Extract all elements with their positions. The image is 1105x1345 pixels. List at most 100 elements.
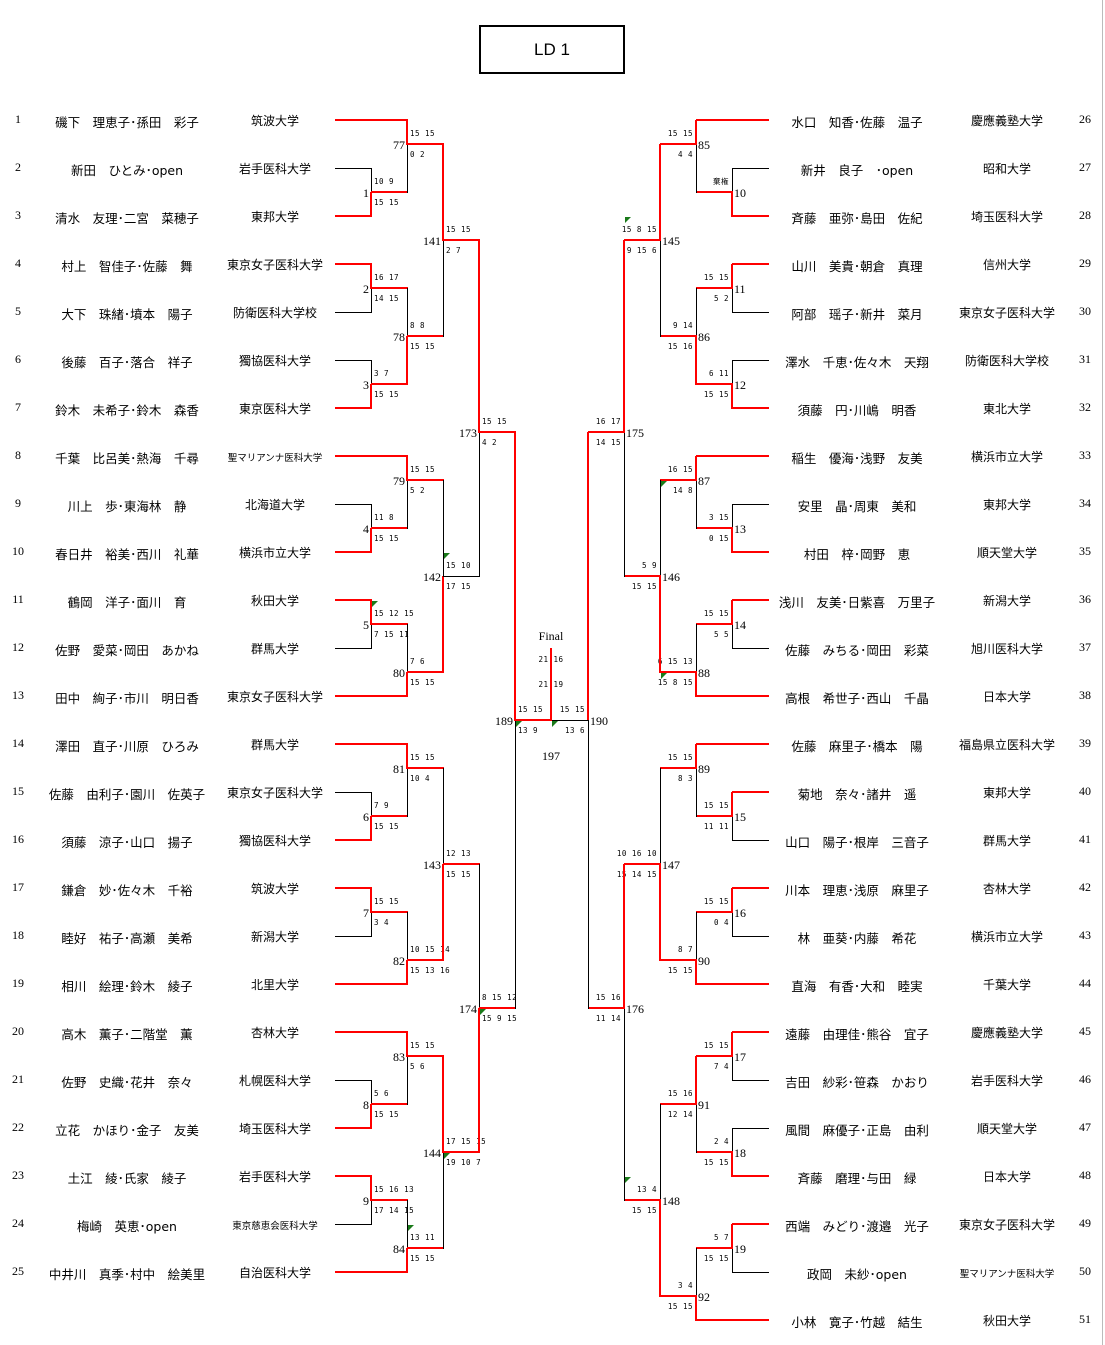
winner-path-15 <box>731 792 733 817</box>
score-bottom: 15 15 <box>667 1302 693 1311</box>
match-number: 147 <box>662 858 680 872</box>
winner-path-7 <box>370 888 372 913</box>
winner-path-13 <box>731 528 733 553</box>
entry-players: 大下 珠緒･墳本 陽子 <box>61 307 193 322</box>
final-label: Final <box>538 629 564 643</box>
winner-path-18 <box>731 1152 733 1177</box>
match-number: 88 <box>698 666 710 680</box>
match-bracket-81 <box>407 744 408 817</box>
match-output-line-14 <box>696 623 733 625</box>
entry-line <box>696 695 769 697</box>
entry-players: 澤水 千恵･佐々木 天翔 <box>785 355 929 370</box>
match-output-line-90 <box>660 959 697 961</box>
entry-players: 村上 智佳子･佐藤 舞 <box>61 259 193 274</box>
match-output-line-83 <box>407 1055 444 1057</box>
score-top: 15 15 <box>667 753 693 762</box>
entry-university: 群馬大学 <box>250 738 299 752</box>
score-bottom: 12 14 <box>667 1110 693 1119</box>
entry-players: 直海 有香･大和 睦実 <box>791 979 923 994</box>
entry-university: 新潟大学 <box>982 594 1031 608</box>
entry-line <box>732 791 769 793</box>
entry-university: 防衛医科大学校 <box>232 306 317 320</box>
entry-university: 順天堂大学 <box>976 1122 1037 1136</box>
entry-number: 7 <box>15 400 21 414</box>
entry-players: 磯下 理恵子･孫田 彩子 <box>55 115 199 130</box>
score-top: 16 15 <box>667 465 693 474</box>
entry-players: 春日井 裕美･西川 礼華 <box>55 547 199 562</box>
match-output-line-147 <box>624 863 661 865</box>
entry-university: 聖マリアンナ医科大学 <box>227 453 323 464</box>
entry-line <box>335 887 372 889</box>
entry-players: 菊地 奈々･諸井 遥 <box>797 787 917 802</box>
entry-line <box>696 743 769 745</box>
entry-number: 46 <box>1079 1072 1091 1086</box>
winner-path-85 <box>695 120 697 145</box>
entry-line <box>335 1127 372 1129</box>
entry-players: 新井 良子 ･open <box>800 163 914 178</box>
score-bottom: 4 4 <box>677 150 693 159</box>
entry-line <box>696 983 769 985</box>
status-flag-icon <box>625 1177 631 1183</box>
entry-line <box>732 1223 769 1225</box>
match-output-line-77 <box>407 143 444 145</box>
score-top: 5 6 <box>374 1089 390 1098</box>
entry-number: 42 <box>1079 880 1091 894</box>
score-bottom: 15 15 <box>631 582 657 591</box>
entry-number: 4 <box>15 256 21 270</box>
match-output-line-145 <box>624 239 661 241</box>
entry-line <box>732 1031 769 1033</box>
entry-players: 山口 陽子･根岸 三音子 <box>785 835 929 850</box>
score-bottom: 15 15 <box>374 1110 400 1119</box>
match-bracket-80 <box>407 624 408 697</box>
winner-path-175 <box>623 240 625 433</box>
winner-path-9 <box>370 1176 372 1201</box>
match-number: 1 <box>363 186 369 200</box>
match-bracket-90 <box>696 912 697 985</box>
match-number: 148 <box>662 1194 680 1208</box>
match-number: 146 <box>662 570 680 584</box>
score-bottom: 15 15 <box>410 1254 436 1263</box>
entry-number: 37 <box>1079 640 1091 654</box>
entry-players: 清水 友理･二宮 菜穂子 <box>55 211 199 226</box>
entry-university: 北里大学 <box>250 978 299 992</box>
winner-path-88 <box>695 672 697 697</box>
entry-university: 群馬大学 <box>250 642 299 656</box>
score-top: 8 15 12 <box>482 993 518 1002</box>
match-output-line-6 <box>371 815 408 817</box>
match-output-line-1 <box>371 191 408 193</box>
final-input-line-190 <box>551 720 589 721</box>
match-output-line-17 <box>696 1055 733 1057</box>
match-output-line-87 <box>660 479 697 481</box>
score-bottom: 14 15 <box>374 294 400 303</box>
entry-line <box>732 840 769 841</box>
match-output-line-5 <box>371 623 408 625</box>
score-top: 15 15 <box>703 1041 729 1050</box>
score-bottom: 4 2 <box>482 438 498 447</box>
entry-university: 昭和大学 <box>982 162 1031 176</box>
score-bottom: 2 7 <box>446 246 462 255</box>
match-number: 89 <box>698 762 710 776</box>
entry-players: 風間 麻優子･正島 由利 <box>785 1123 929 1138</box>
match-output-line-13 <box>696 527 733 529</box>
match-number: 85 <box>698 138 710 152</box>
entry-line <box>335 263 372 265</box>
score-top: 15 16 <box>667 1089 693 1098</box>
entry-line <box>335 168 372 169</box>
entry-line <box>335 743 408 745</box>
winner-path-8 <box>370 1104 372 1129</box>
winner-path-141 <box>442 144 444 241</box>
match-number: 10 <box>734 186 746 200</box>
match-output-line-175 <box>588 431 625 433</box>
match-output-line-10 <box>696 191 733 193</box>
entry-number: 18 <box>12 928 24 942</box>
score-top: 10 9 <box>374 177 395 186</box>
entry-university: 埼玉医科大学 <box>970 210 1043 224</box>
score-top: 13 4 <box>636 1185 657 1194</box>
entry-line <box>732 504 769 505</box>
entry-players: 吉田 紗彩･笹森 かおり <box>785 1075 929 1090</box>
entry-number: 41 <box>1079 832 1091 846</box>
entry-university: 群馬大学 <box>982 834 1031 848</box>
match-number: 144 <box>423 1146 441 1160</box>
entry-number: 16 <box>12 832 24 846</box>
score-bottom: 15 15 <box>374 390 400 399</box>
